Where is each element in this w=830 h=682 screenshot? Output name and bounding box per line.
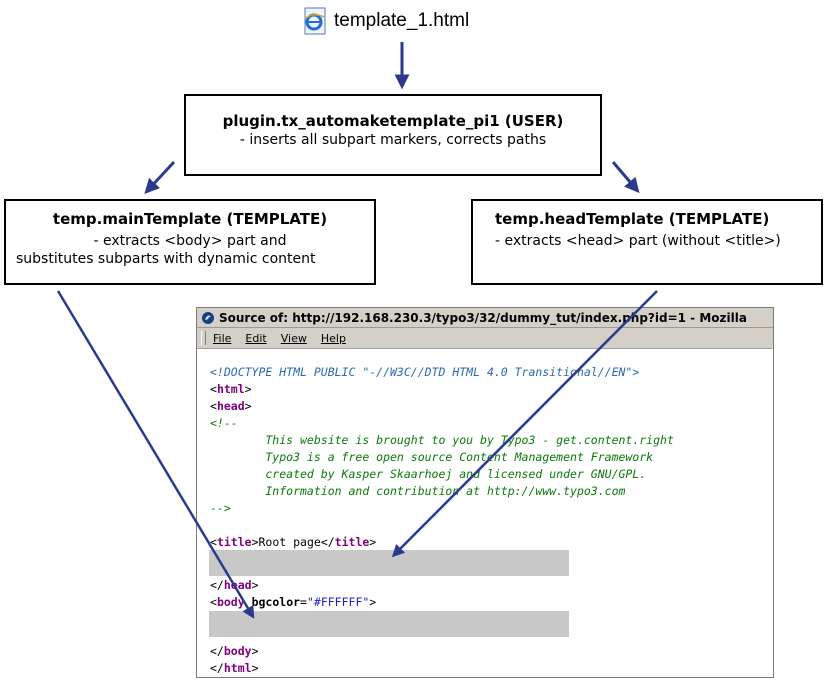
toolbar-grip-icon[interactable] <box>201 331 206 345</box>
comment-line-4: Information and contribution at http://w… <box>210 484 626 498</box>
menu-view-label: View <box>280 331 307 345</box>
body-open-line: <body bgcolor="#FFFFFF"> <box>210 595 377 609</box>
head-subpart-highlight <box>209 550 569 576</box>
html-open-tag: html <box>216 382 245 396</box>
body-attr: bgcolor <box>251 595 301 609</box>
main-template-box: temp.mainTemplate (TEMPLATE) - extracts … <box>4 199 376 285</box>
head-open-tag: head <box>216 399 245 413</box>
head-template-title: temp.headTemplate (TEMPLATE) <box>495 210 770 228</box>
title-open-tag: title <box>216 535 252 549</box>
main-template-title: temp.mainTemplate (TEMPLATE) <box>52 210 328 228</box>
head-close-line: </head> <box>210 578 259 592</box>
browser-titlebar[interactable]: Source of: http://192.168.230.3/typo3/32… <box>197 308 773 328</box>
menu-help[interactable]: Help <box>321 332 346 345</box>
title-line: <title>Root page</title> <box>210 535 377 549</box>
title-text: Root page <box>258 535 321 549</box>
head-close-tag: head <box>223 578 252 592</box>
html-close-line: </html> <box>210 661 259 675</box>
comment-open: <!-- <box>210 416 238 430</box>
body-open-tag: body <box>216 595 245 609</box>
comment-line-1: This website is brought to you by Typo3 … <box>210 433 674 447</box>
arrow-plugin-to-head <box>611 161 640 194</box>
menu-file-label: File <box>213 331 232 345</box>
menu-help-label: Help <box>320 331 346 345</box>
main-template-desc-2: substitutes subparts with dynamic conten… <box>16 251 316 267</box>
body-attr-value: "#FFFFFF" <box>306 595 370 609</box>
comment-line-2: Typo3 is a free open source Content Mana… <box>210 450 654 464</box>
menu-file[interactable]: File <box>213 332 231 345</box>
browser-window: Source of: http://192.168.230.3/typo3/32… <box>196 307 774 678</box>
plugin-box: plugin.tx_automaketemplate_pi1 (USER) - … <box>184 94 602 176</box>
browser-title: Source of: http://192.168.230.3/typo3/32… <box>219 310 747 325</box>
file-label: template_1.html <box>334 10 470 31</box>
arrow-plugin-to-main <box>144 160 176 194</box>
mozilla-icon <box>202 311 214 324</box>
plugin-box-title: plugin.tx_automaketemplate_pi1 (USER) <box>222 112 564 130</box>
comment-close: --> <box>210 501 231 515</box>
body-subpart-highlight <box>209 611 569 637</box>
body-close-tag: body <box>223 644 252 658</box>
menu-edit[interactable]: Edit <box>245 332 266 345</box>
html-close-tag: html <box>223 661 252 675</box>
title-close-tag: title <box>334 535 370 549</box>
comment-line-3: created by Kasper Skaarhoej and licensed… <box>210 467 647 481</box>
head-open-line: <head> <box>210 399 252 413</box>
template-file-node: template_1.html <box>300 4 469 38</box>
menu-edit-label: Edit <box>245 331 267 345</box>
body-close-line: </body> <box>210 644 259 658</box>
head-template-desc: - extracts <head> part (without <title>) <box>495 233 781 249</box>
head-template-box: temp.headTemplate (TEMPLATE) - extracts … <box>471 199 823 285</box>
plugin-box-desc: - inserts all subpart markers, corrects … <box>239 132 547 148</box>
ie-html-file-icon <box>304 7 326 35</box>
html-open-line: <html> <box>210 382 252 396</box>
menu-view[interactable]: View <box>281 332 307 345</box>
doctype-line: <!DOCTYPE HTML PUBLIC "-//W3C//DTD HTML … <box>210 365 640 379</box>
menu-bar: File Edit View Help <box>197 328 773 349</box>
main-template-desc-1: - extracts <body> part and <box>93 233 287 249</box>
